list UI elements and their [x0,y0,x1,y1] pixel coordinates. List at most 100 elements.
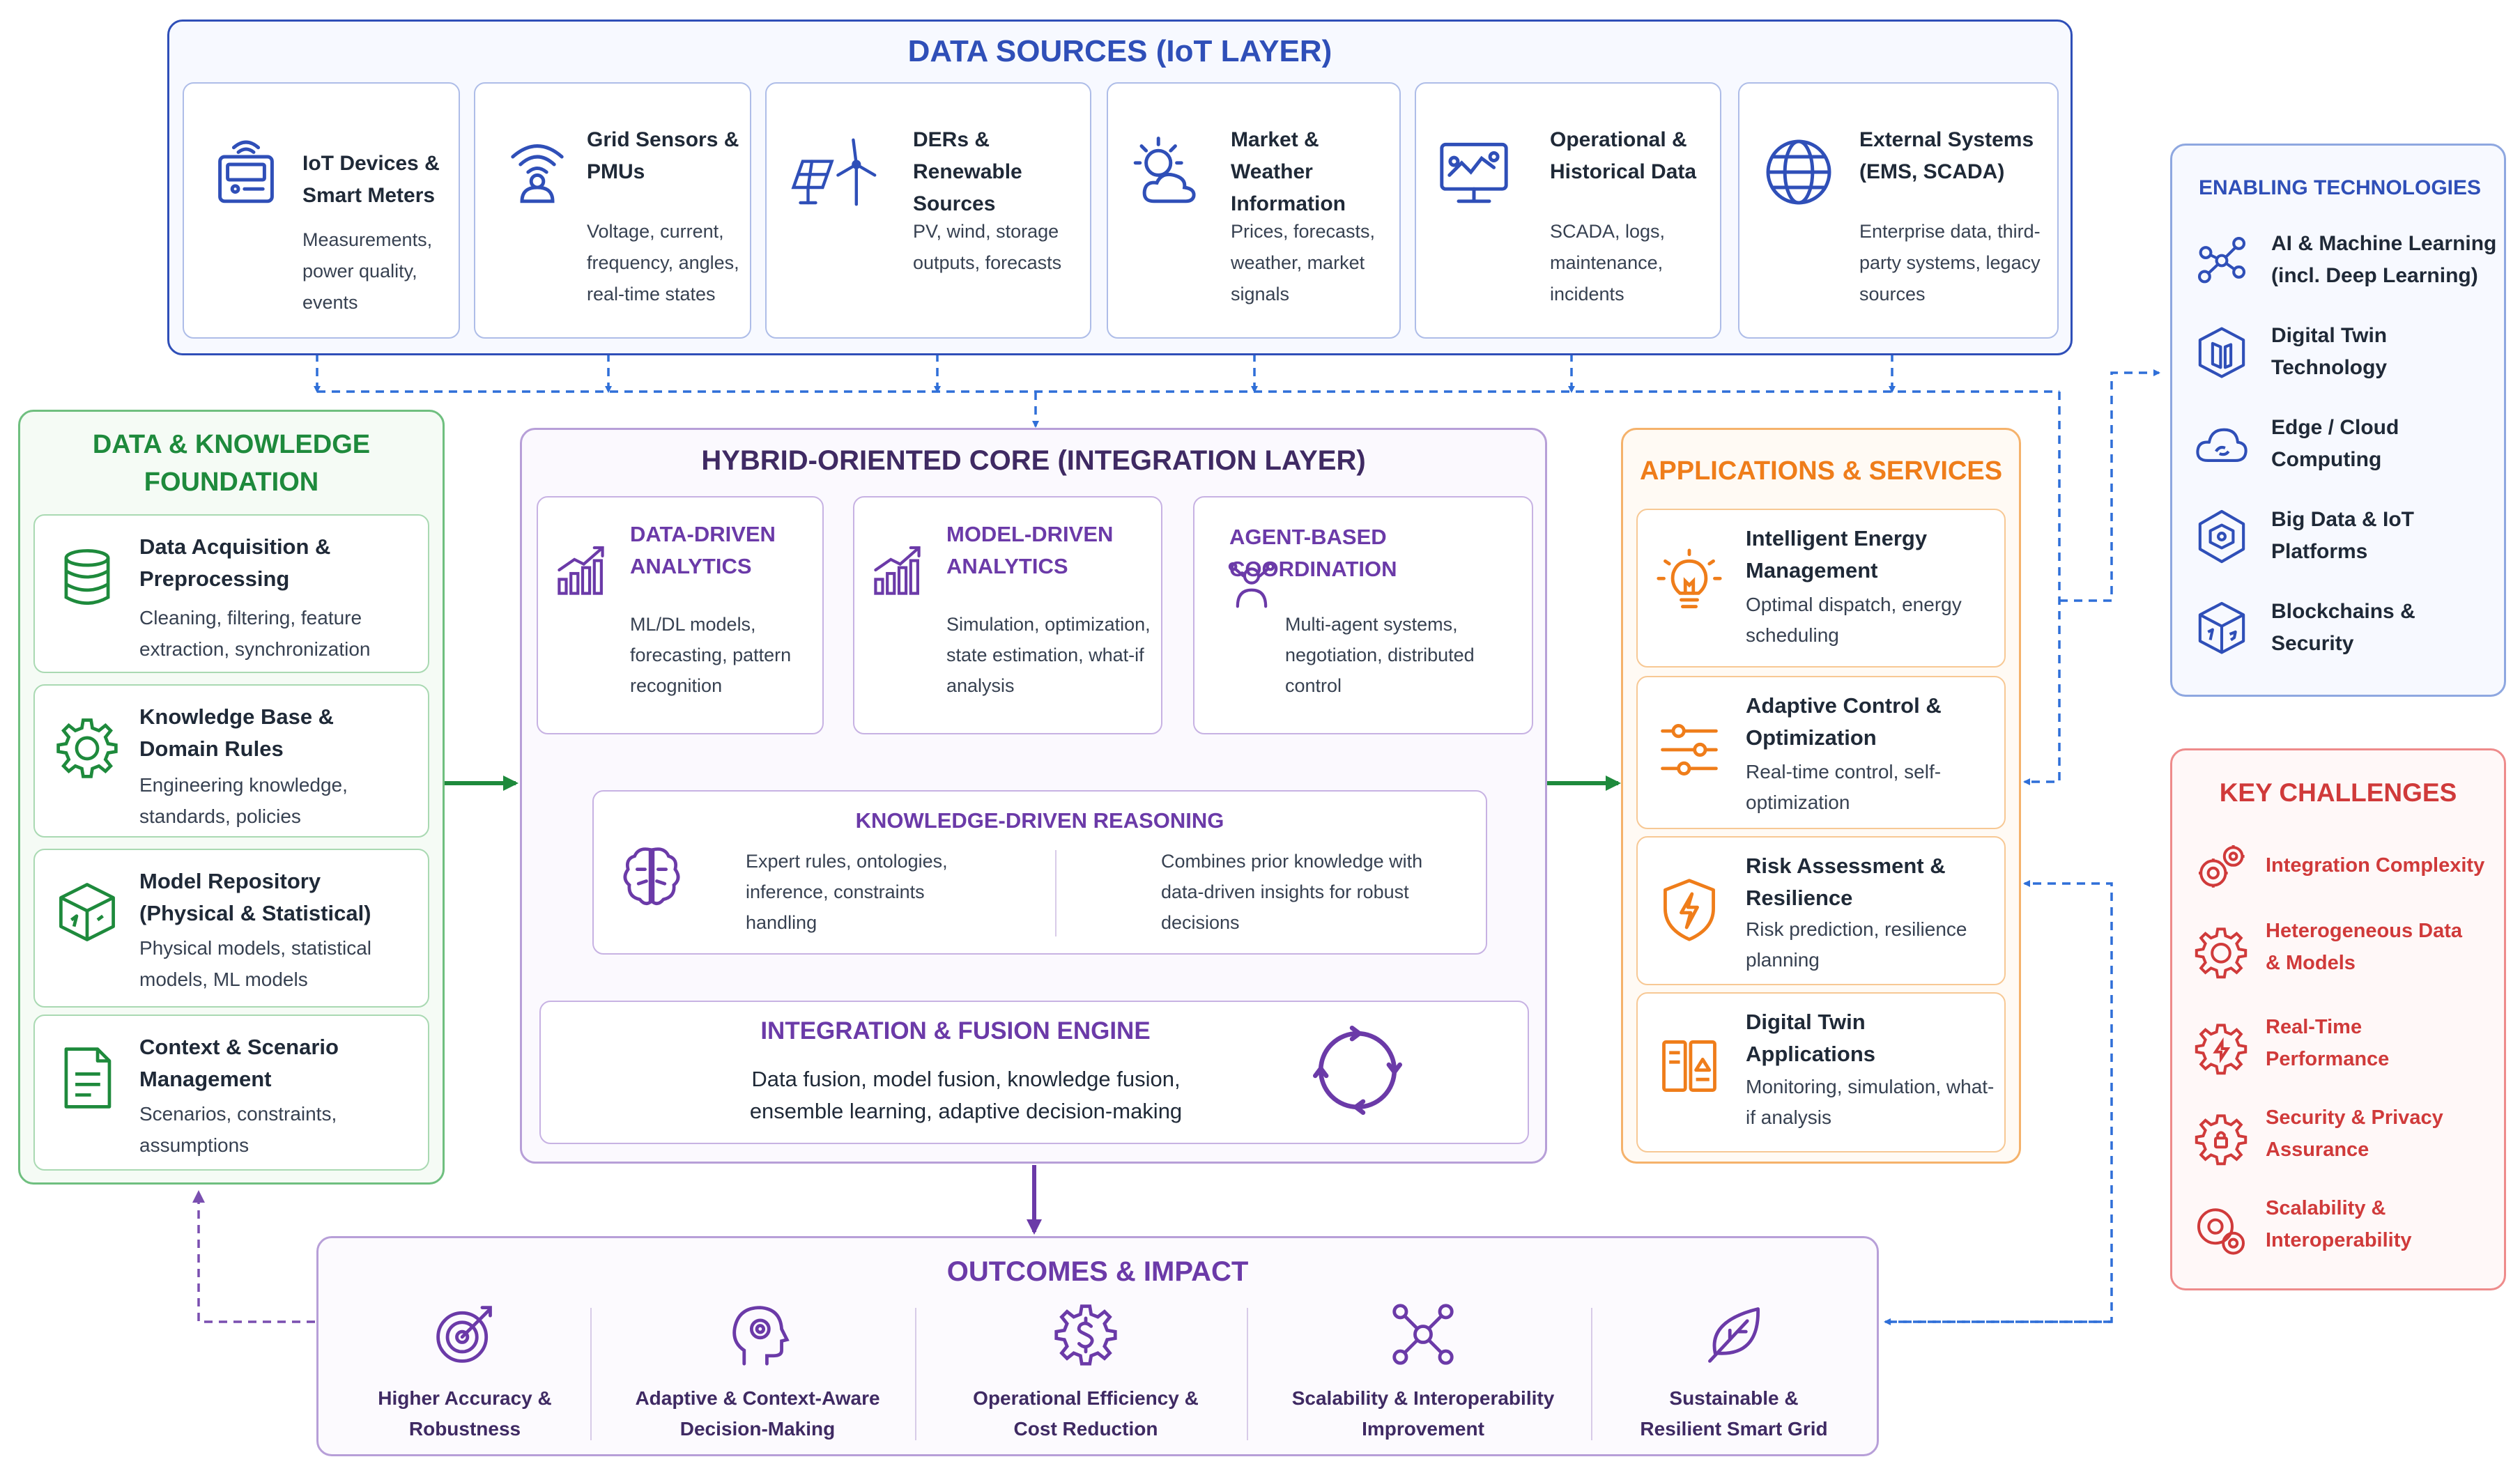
core-card-desc: Multi-agent systems, negotiation, distri… [1285,614,1475,696]
outcome-divider [1247,1308,1248,1440]
outcome-item: Adaptive & Context-Aware Decision-Making [597,1301,918,1454]
foundation-item-title: Knowledge Base & Domain Rules [139,704,335,761]
core-card-desc: ML/DL models, forecasting, pattern recog… [630,614,792,696]
core-card-title: DATA-DRIVEN ANALYTICS [630,522,776,578]
fusion-engine-card: INTEGRATION & FUSION ENGINE Data fusion,… [539,1001,1529,1144]
source-card-iot-devices: IoT Devices & Smart Meters Measurements,… [183,82,460,339]
foundation-card-model-repository: Model Repository (Physical & Statistical… [33,849,429,1008]
core-card-title: AGENT-BASED COORDINATION [1229,525,1397,581]
fusion-engine-title: INTEGRATION & FUSION ENGINE [760,1017,1151,1044]
foundation-item-desc: Engineering knowledge, standards, polici… [139,774,348,827]
globe-icon [1766,139,1831,205]
foundation-card-context-scenario: Context & Scenario Management Scenarios,… [33,1015,429,1171]
foundation-item-desc: Physical models, statistical models, ML … [139,937,372,990]
outcome-label: Higher Accuracy & Robustness [378,1387,552,1440]
outcome-divider [1591,1308,1592,1440]
hexagon-icon [2198,509,2245,564]
cube-icon [59,883,115,941]
key-challenges-panel: KEY CHALLENGES Integration Complexity He… [2170,748,2506,1290]
foundation-item-desc: Scenarios, constraints, assumptions [139,1103,337,1156]
foundation-card-data-acquisition: Data Acquisition & Preprocessing Cleanin… [33,514,429,673]
monitor-icon [1440,142,1508,203]
source-desc: Voltage, current, frequency, angles, rea… [587,221,739,304]
core-card-title: MODEL-DRIVEN ANALYTICS [946,522,1114,578]
database-icon [64,549,110,605]
source-card-grid-sensors: Grid Sensors & PMUs Voltage, current, fr… [474,82,751,339]
app-item-title: Digital Twin Applications [1746,1010,1876,1066]
enabling-item-label: Digital Twin Technology [2271,324,2388,379]
data-sources-title: DATA SOURCES (IoT LAYER) [907,34,1332,68]
challenge-label: Security & Privacy Assurance [2266,1106,2443,1161]
outcome-divider [590,1308,592,1440]
weather-icon [1133,137,1196,203]
gear-icon [2197,1208,2245,1255]
outcome-item: Higher Accuracy & Robustness [332,1301,597,1454]
applications-title: APPLICATIONS & SERVICES [1639,456,2003,486]
knowledge-reasoning-right-desc: Combines prior knowledge with data-drive… [1161,851,1423,933]
outcome-item: Sustainable & Resilient Smart Grid [1598,1301,1870,1454]
gear-icon [56,718,118,778]
core-card-data-driven: DATA-DRIVEN ANALYTICS ML/DL models, fore… [537,496,824,734]
source-title: Market & Weather Information [1231,128,1346,215]
challenge-label: Heterogeneous Data & Models [2266,920,2463,974]
app-item-title: Adaptive Control & Optimization [1746,693,1942,750]
solar-wind-icon [791,138,877,206]
leaf-icon [1708,1307,1760,1363]
fusion-engine-desc: Data fusion, model fusion, knowledge fus… [749,1067,1183,1123]
target-icon [436,1306,492,1363]
gear-icon [2195,1024,2248,1075]
gears-icon [2199,845,2245,888]
knowledge-reasoning-title: KNOWLEDGE-DRIVEN REASONING [855,808,1224,833]
app-card-digital-twin: Digital Twin Applications Monitoring, si… [1636,992,2006,1152]
digital-twin-icon [1662,1040,1716,1092]
foundation-card-knowledge-base: Knowledge Base & Domain Rules Engineerin… [33,684,429,838]
enabling-item-label: Blockchains & Security [2271,600,2415,655]
document-icon [64,1047,112,1109]
gear-icon [2195,1114,2248,1166]
nodes-icon [1392,1304,1454,1365]
lightbulb-icon [1657,548,1722,608]
source-desc: Prices, forecasts, weather, market signa… [1231,221,1376,304]
foundation-item-title: Data Acquisition & Preprocessing [139,534,331,591]
growth-chart-icon [874,546,921,595]
network-icon [2197,236,2246,284]
core-card-desc: Simulation, optimization, state estimati… [946,614,1151,696]
growth-chart-icon [558,546,604,595]
enabling-title: ENABLING TECHNOLOGIES [2199,176,2482,199]
knowledge-reasoning-left-desc: Expert rules, ontologies, inference, con… [746,851,948,933]
app-item-desc: Monitoring, simulation, what-if analysis [1746,1076,1995,1128]
challenges-title: KEY CHALLENGES [2219,778,2457,807]
source-title: Grid Sensors & PMUs [587,128,739,183]
enabling-item-label: Big Data & IoT Platforms [2271,508,2415,563]
cycle-arrows-icon [1312,1025,1403,1116]
shield-icon [1664,879,1715,941]
foundation-item-title: Model Repository (Physical & Statistical… [139,869,371,925]
gear-icon [2195,927,2248,979]
cloud-icon [2196,428,2248,463]
foundation-title: DATA & KNOWLEDGE FOUNDATION [92,430,371,497]
foundation-item-desc: Cleaning, filtering, feature extraction,… [139,607,371,660]
sliders-icon [1661,724,1718,776]
source-card-ders: DERs & Renewable Sources PV, wind, stora… [765,82,1091,339]
source-title: External Systems (EMS, SCADA) [1859,128,2034,183]
source-title: DERs & Renewable Sources [913,128,1022,215]
app-item-desc: Real-time control, self-optimization [1746,761,1942,813]
app-card-adaptive-control: Adaptive Control & Optimization Real-tim… [1636,676,2006,829]
blockchain-icon [2198,601,2245,654]
outcome-label: Scalability & Interoperability Improveme… [1291,1387,1555,1440]
outcomes-panel: OUTCOMES & IMPACT Higher Accuracy & Robu… [316,1236,1879,1456]
outcomes-title: OUTCOMES & IMPACT [946,1256,1249,1287]
core-title: HYBRID-ORIENTED CORE (INTEGRATION LAYER) [701,445,1366,476]
smart-meter-icon [218,140,274,203]
core-card-model-driven: MODEL-DRIVEN ANALYTICS Simulation, optim… [853,496,1162,734]
source-desc: Measurements, power quality, events [302,229,433,313]
outcome-label: Operational Efficiency & Cost Reduction [973,1387,1199,1440]
knowledge-reasoning-divider [1055,850,1057,936]
source-title: IoT Devices & Smart Meters [302,152,440,207]
brain-icon [623,847,680,906]
enabling-item-label: AI & Machine Learning (incl. Deep Learni… [2271,232,2497,287]
twin-cube-icon [2198,327,2245,378]
source-card-market-weather: Market & Weather Information Prices, for… [1107,82,1401,339]
app-item-title: Risk Assessment & Resilience [1746,854,1946,910]
outcome-label: Adaptive & Context-Aware Decision-Making [635,1387,880,1440]
